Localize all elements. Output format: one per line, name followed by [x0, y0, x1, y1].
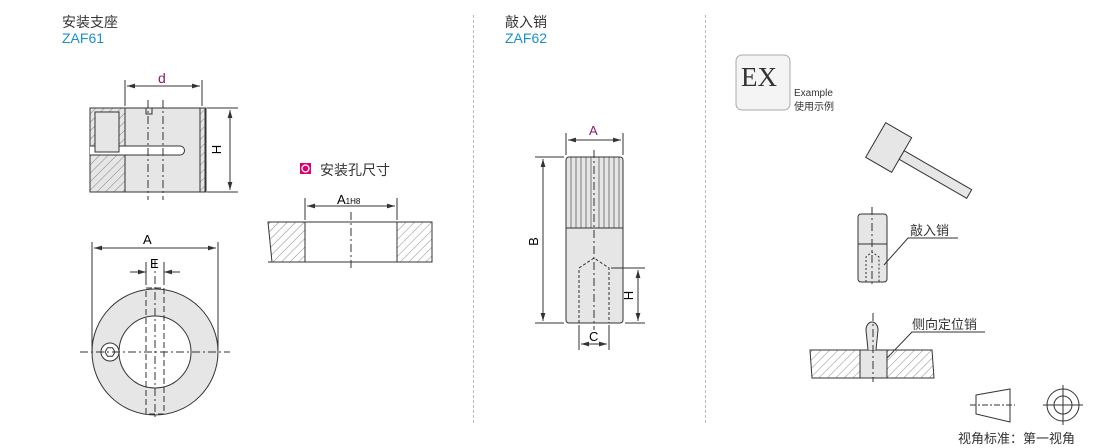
circle-marker-icon: [300, 163, 311, 174]
example-label-cn: 使用示例: [794, 102, 834, 113]
dim-h: H: [209, 144, 225, 155]
dim-a: A: [143, 232, 152, 247]
callout-knock-pin: 敲入销: [910, 224, 950, 239]
dim-a: A: [589, 123, 598, 138]
section-title-zaf62: 敲入销: [505, 14, 547, 30]
example-label-en: Example: [794, 88, 833, 99]
hole-title: 安装孔尺寸: [320, 163, 390, 179]
section-title-zaf61: 安装支座: [62, 14, 118, 30]
dim-e: E: [150, 256, 159, 271]
zaf61-front-view: [80, 242, 230, 420]
dim-a1: A1H8: [337, 192, 361, 207]
zaf61-side-view: [89, 80, 238, 200]
dim-h: H: [621, 290, 637, 301]
divider: [473, 15, 474, 423]
mounting-hole-drawing: [267, 198, 433, 270]
dim-c: C: [589, 329, 599, 344]
zaf62-drawing: [535, 133, 645, 350]
dim-b: B: [525, 237, 541, 246]
dim-d: d: [158, 70, 166, 86]
divider: [705, 15, 706, 423]
example-drawing: [735, 54, 1083, 425]
callout-side-locating-pin: 侧向定位销: [912, 318, 978, 333]
projection-standard: 视角标准：第一视角: [958, 432, 1076, 447]
example-badge: EX: [741, 62, 777, 92]
section-code-zaf61: ZAF61: [62, 30, 105, 46]
section-code-zaf62: ZAF62: [505, 30, 548, 46]
